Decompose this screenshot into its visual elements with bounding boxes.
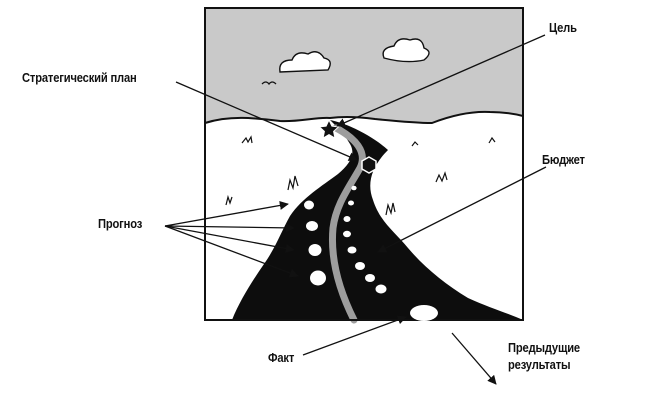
previous-results-label-line1: Предыдущие — [508, 340, 580, 355]
budget-label: Бюджет — [542, 152, 585, 167]
picture-frame — [204, 7, 524, 321]
road-stripe — [328, 124, 366, 324]
budget-arrow — [377, 166, 547, 253]
budget-dot — [375, 284, 387, 294]
forecast-label: Прогноз — [98, 216, 143, 231]
forecast-arrow — [164, 225, 295, 253]
budget-dot — [348, 200, 354, 206]
fact-label: Факт — [268, 350, 295, 365]
previous-results-label-line2: результаты — [508, 357, 571, 372]
bird-icon — [261, 81, 277, 86]
goal-label: Цель — [549, 20, 577, 35]
grass-tufts — [225, 135, 496, 216]
forecast-oval — [306, 221, 318, 231]
sky — [205, 8, 523, 123]
strategic-plan-arrow — [175, 81, 358, 161]
budget-dot — [351, 185, 357, 191]
callout-arrows — [164, 34, 547, 385]
forecast-oval — [304, 200, 314, 210]
cloud-icon — [382, 38, 430, 63]
budget-markers — [343, 185, 387, 294]
forecast-oval — [308, 244, 322, 256]
budget-dot — [365, 274, 375, 282]
cloud-icon — [279, 51, 331, 73]
budget-dot — [355, 262, 365, 270]
forecast-arrow — [164, 225, 299, 278]
goal-arrow — [336, 34, 546, 127]
forecast-markers — [304, 200, 326, 286]
forecast-oval — [310, 270, 326, 286]
fact-oval — [410, 305, 438, 321]
road — [232, 120, 523, 320]
forecast-arrow — [164, 200, 289, 227]
budget-dot — [347, 246, 357, 254]
strategic-plan-label: Стратегический план — [22, 70, 137, 85]
forecast-arrow — [164, 223, 295, 233]
budget-dot — [343, 230, 351, 238]
fact-arrow — [302, 315, 407, 356]
hexagon-marker-icon — [361, 156, 377, 174]
budget-dot — [343, 216, 351, 222]
previous-results-arrow — [451, 332, 497, 385]
